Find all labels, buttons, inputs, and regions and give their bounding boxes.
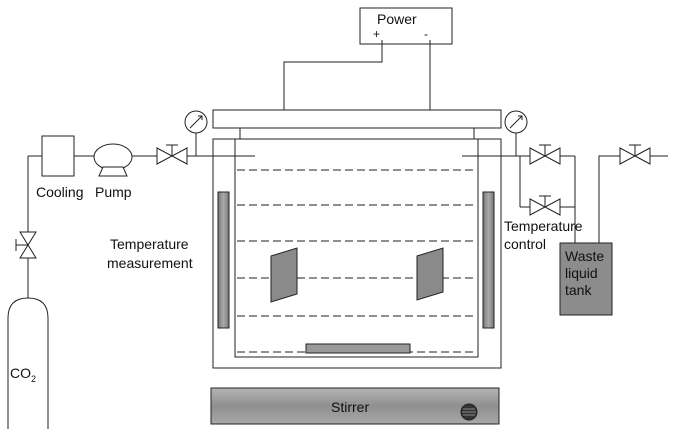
- pump-icon: [93, 143, 133, 177]
- cooling-label: Cooling: [36, 184, 83, 200]
- power-label: Power: [377, 11, 417, 27]
- cooling-unit: [41, 135, 75, 177]
- waste-tank-label-line1: Waste: [565, 248, 604, 264]
- co2-label: CO2: [10, 365, 36, 384]
- cylinder-valve-icon: [15, 231, 37, 259]
- reactor-lid-plate: [212, 109, 502, 129]
- stirrer-label: Stirrer: [331, 399, 369, 415]
- pump-label: Pump: [95, 184, 132, 200]
- positive-terminal-label: +: [373, 27, 380, 41]
- vent-valve-icon: [619, 144, 651, 165]
- electrode-right: [416, 247, 444, 301]
- reactor-lid-flange: [239, 127, 475, 140]
- temperature-control-label-line1: Temperature: [504, 218, 583, 234]
- stir-bar: [305, 343, 411, 354]
- reactor-inner-vessel: [234, 139, 479, 358]
- reactor-outer-vessel: [212, 138, 502, 369]
- vent-pipe: [598, 155, 620, 243]
- waste-liquid-tank: [559, 242, 613, 316]
- electrode-left: [270, 247, 298, 303]
- power-supply-box: [359, 7, 453, 45]
- bypass-valve-icon: [529, 195, 561, 216]
- heater-left: [217, 191, 230, 329]
- negative-terminal-label: -: [424, 27, 428, 41]
- waste-tank-label-line3: tank: [565, 282, 592, 298]
- temperature-measurement-label-line1: Temperature: [110, 236, 189, 252]
- inlet-pressure-gauge-icon: [184, 110, 208, 134]
- heater-right: [482, 191, 495, 329]
- co2-cylinder: [7, 297, 49, 429]
- outlet-valve-icon: [529, 144, 561, 165]
- inlet-valve-icon: [156, 144, 188, 165]
- outlet-pressure-gauge-icon: [504, 110, 528, 134]
- waste-tank-label-line2: liquid: [565, 265, 598, 281]
- stirrer-base: [210, 387, 500, 425]
- temperature-control-label-line2: control: [504, 236, 546, 252]
- temperature-measurement-label-line2: measurement: [107, 255, 193, 271]
